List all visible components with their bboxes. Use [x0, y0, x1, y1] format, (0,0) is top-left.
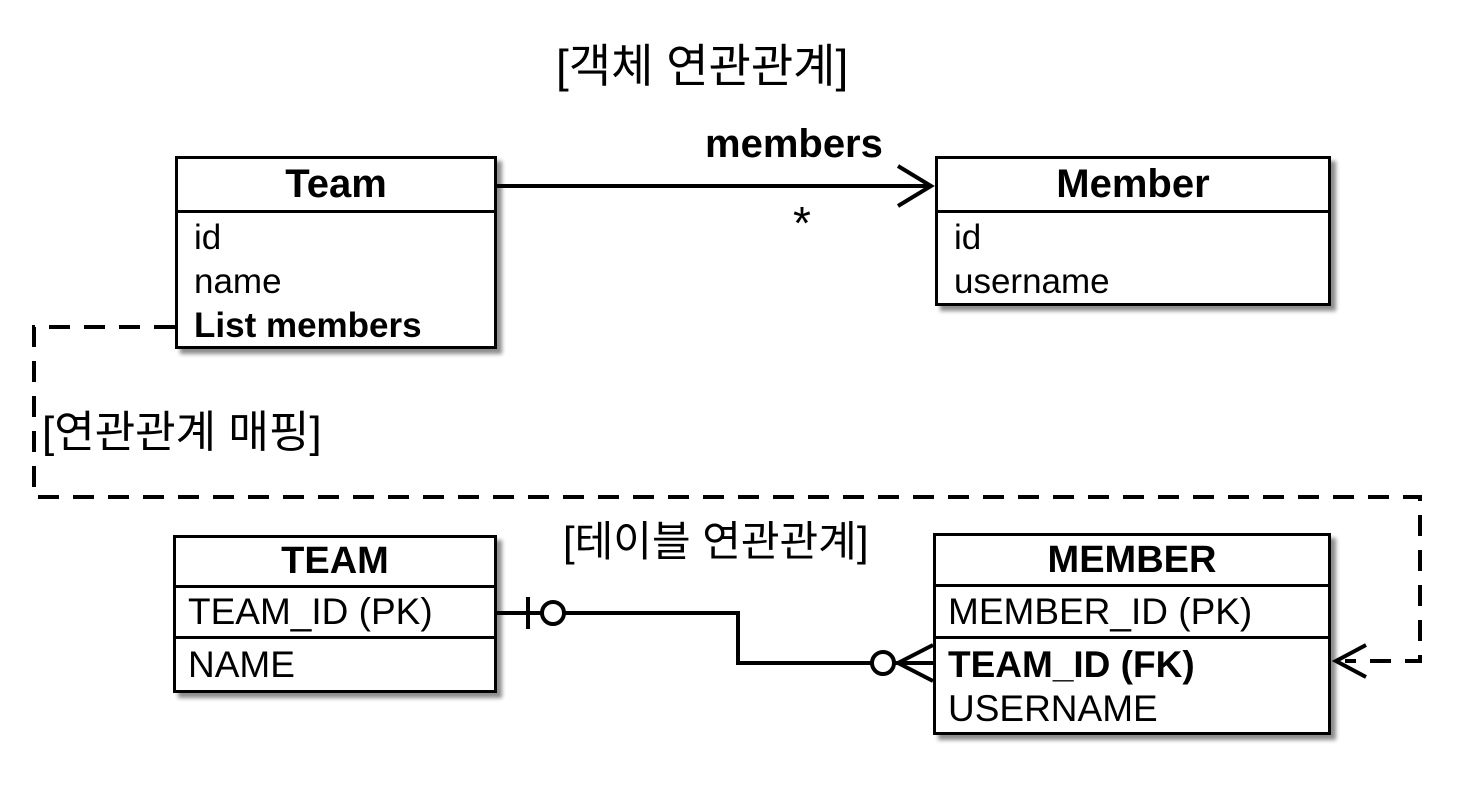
table-row: MEMBER_ID (PK) — [936, 587, 1328, 639]
member-table-box: MEMBER MEMBER_ID (PK) TEAM_ID (FK) USERN… — [933, 533, 1331, 735]
member-class-body: id username — [938, 213, 1328, 304]
table-row-fk: TEAM_ID (FK) — [948, 644, 1195, 685]
table-row: NAME — [188, 643, 295, 685]
table-row: TEAM_ID (PK) — [176, 588, 494, 639]
team-class-box: Team id name List members — [175, 156, 497, 349]
team-class-body: id name List members — [178, 213, 494, 348]
member-class-title: Member — [938, 159, 1328, 213]
table-section-title: [테이블 연관관계] — [563, 518, 869, 565]
zero-circle-icon — [540, 600, 566, 626]
class-field: name — [194, 262, 282, 301]
team-class-title: Team — [178, 159, 494, 213]
mapping-dashed-connector — [32, 325, 1422, 679]
association-name-label: members — [705, 122, 883, 166]
arrowhead-right-icon — [896, 164, 935, 208]
team-table-title: TEAM — [176, 538, 494, 588]
object-section-title: [객체 연관관계] — [556, 40, 849, 92]
relation-connector — [497, 597, 934, 683]
member-table-title: MEMBER — [936, 536, 1328, 587]
crow-foot-icon — [897, 643, 934, 683]
arrowhead-left-icon — [1331, 643, 1367, 679]
table-row: USERNAME — [948, 688, 1158, 729]
association-arrow — [497, 164, 935, 208]
mapping-section-label: [연관관계 매핑] — [42, 408, 322, 457]
member-class-box: Member id username — [935, 156, 1331, 306]
multiplicity-label: * — [793, 197, 811, 249]
class-field: id — [954, 218, 982, 257]
team-table-box: TEAM TEAM_ID (PK) NAME — [173, 535, 497, 693]
class-field: username — [954, 262, 1110, 301]
zero-circle-icon — [870, 650, 896, 676]
class-field: id — [194, 218, 222, 257]
class-field: List members — [194, 306, 422, 345]
